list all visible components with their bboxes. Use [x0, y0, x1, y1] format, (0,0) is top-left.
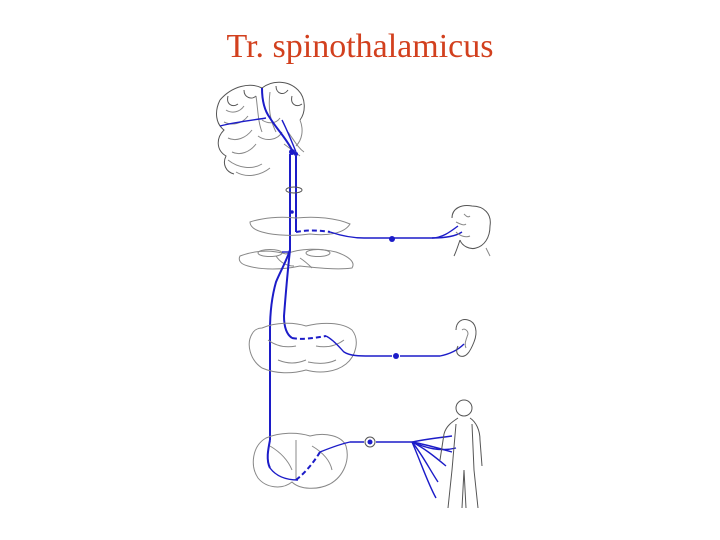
head-face-icon — [452, 206, 490, 257]
ear-icon — [456, 319, 476, 356]
trigeminal-pathway — [296, 226, 462, 242]
ear-pathway — [292, 336, 464, 359]
cerebral-cortex — [217, 82, 305, 175]
human-body-icon — [440, 400, 482, 508]
ascending-tract — [270, 250, 292, 440]
